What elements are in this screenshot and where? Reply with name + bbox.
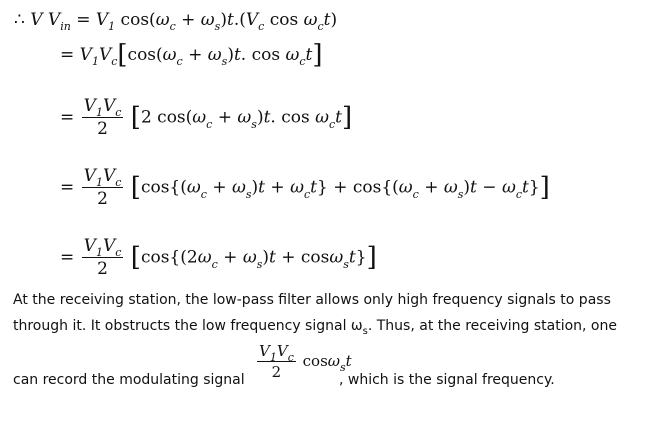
paragraph-line-3-start: can record the modulating signal [13, 372, 245, 388]
equation-line-2: = V1Vc[cos(ωc + ωs)t. cos ωct] [60, 40, 323, 70]
equation-line-1: ∴ V Vin = V1 cos(ωc + ωs)t.(Vc cos ωct) [14, 10, 338, 33]
omega-subscript: s [362, 325, 368, 337]
paragraph-line-2-start: through it. It obstructs the low frequen… [13, 318, 363, 334]
paragraph-line-1: At the receiving station, the low-pass f… [13, 292, 611, 308]
paragraph-line-2-end: . Thus, at the receiving station, one [367, 318, 617, 334]
paragraph-line-2: through it. It obstructs the low frequen… [13, 318, 617, 337]
paragraph-line-3-end: , which is the signal frequency. [339, 372, 555, 388]
